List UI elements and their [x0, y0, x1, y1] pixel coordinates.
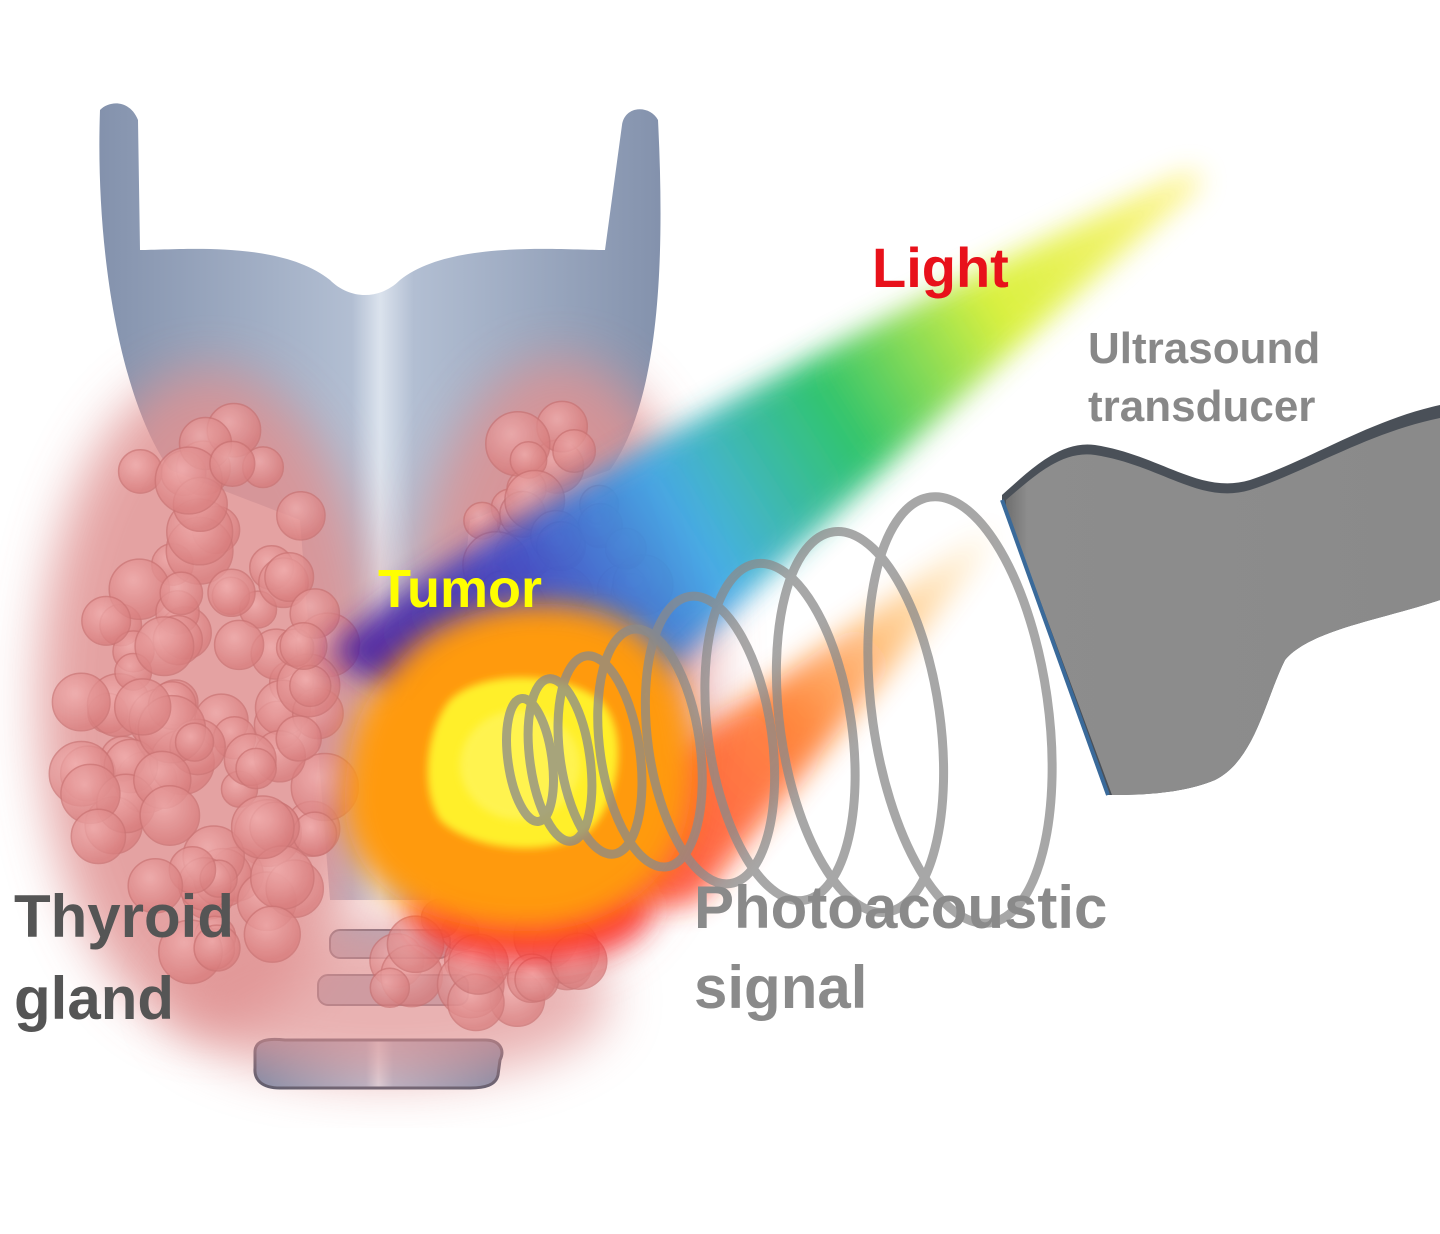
gland-follicle	[134, 616, 195, 677]
thyroid-gland-label: Thyroid gland	[14, 876, 234, 1040]
gland-follicle	[193, 924, 241, 972]
gland-follicle	[235, 747, 277, 790]
gland-follicle	[213, 619, 265, 671]
gland-follicle	[279, 621, 328, 671]
gland-follicle	[207, 568, 256, 618]
acoustic-wave-ring	[593, 624, 707, 872]
gland-follicle	[275, 715, 322, 762]
gland-follicle	[243, 905, 301, 963]
gland-follicle	[369, 967, 411, 1009]
thyroid-label-line1: Thyroid	[14, 883, 234, 950]
acoustic-wave-ring	[523, 674, 597, 846]
gland-follicle	[209, 440, 256, 487]
acoustic-wave-ring	[502, 694, 558, 826]
ultrasound-transducer	[1000, 405, 1440, 796]
photoacoustic-label-line1: Photoacoustic	[694, 874, 1108, 941]
acoustic-wave-ring	[771, 527, 949, 917]
gland-follicle	[292, 811, 338, 857]
gland-follicle	[70, 808, 127, 865]
acoustic-wave-ring	[640, 591, 780, 889]
acoustic-wave-ring	[553, 651, 647, 859]
gland-follicle	[174, 722, 215, 762]
photoacoustic-label-line2: signal	[694, 954, 868, 1021]
photoacoustic-signal-label: Photoacoustic signal	[694, 868, 1107, 1028]
gland-follicle	[127, 857, 184, 914]
ultrasound-transducer-label: Ultrasound transducer	[1088, 320, 1320, 436]
gland-follicle	[230, 795, 295, 860]
ultrasound-label-line1: Ultrasound	[1088, 324, 1321, 373]
larynx-cartilage	[99, 103, 661, 900]
gland-follicle	[51, 672, 111, 732]
gland-follicle	[276, 490, 326, 541]
acoustic-wave-ring	[863, 492, 1057, 928]
gland-follicle	[159, 571, 204, 616]
gland-follicle	[139, 785, 201, 846]
ultrasound-label-line2: transducer	[1088, 382, 1316, 431]
photoacoustic-waves	[502, 492, 1057, 928]
tumor-label: Tumor	[378, 559, 542, 619]
gland-follicle	[81, 595, 132, 646]
light-label: Light	[872, 236, 1009, 299]
gland-follicle	[552, 429, 597, 473]
acoustic-wave-ring	[700, 558, 860, 906]
thyroid-label-line2: gland	[14, 965, 174, 1032]
gland-follicle	[264, 551, 315, 603]
gland-follicle	[113, 678, 172, 736]
gland-follicle	[289, 664, 332, 708]
